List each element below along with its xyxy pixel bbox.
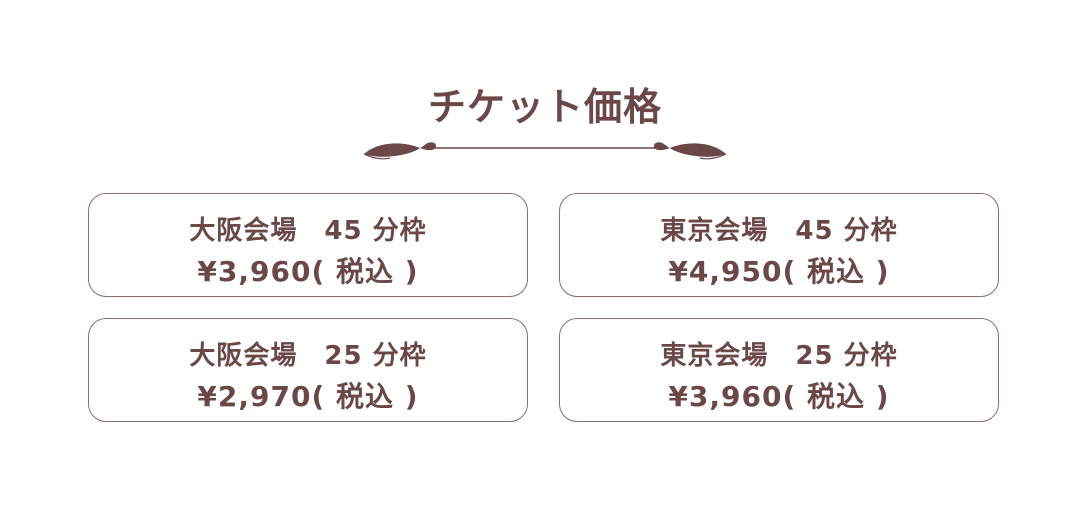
venue-label: 東京会場 45 分枠 — [660, 216, 898, 246]
price-label: ¥2,970( 税込 ) — [197, 380, 419, 413]
page-title: チケット価格 — [427, 85, 662, 129]
venue-label: 大阪会場 45 分枠 — [189, 216, 427, 246]
decorative-flourish-divider — [363, 142, 727, 160]
venue-label: 東京会場 25 分枠 — [660, 341, 898, 371]
price-label: ¥4,950( 税込 ) — [668, 255, 890, 288]
price-card-tokyo-45: 東京会場 45 分枠 ¥4,950( 税込 ) — [559, 193, 999, 297]
venue-label: 大阪会場 25 分枠 — [189, 341, 427, 371]
price-card-osaka-45: 大阪会場 45 分枠 ¥3,960( 税込 ) — [88, 193, 528, 297]
price-label: ¥3,960( 税込 ) — [197, 255, 419, 288]
price-card-osaka-25: 大阪会場 25 分枠 ¥2,970( 税込 ) — [88, 318, 528, 422]
price-label: ¥3,960( 税込 ) — [668, 380, 890, 413]
price-card-tokyo-25: 東京会場 25 分枠 ¥3,960( 税込 ) — [559, 318, 999, 422]
